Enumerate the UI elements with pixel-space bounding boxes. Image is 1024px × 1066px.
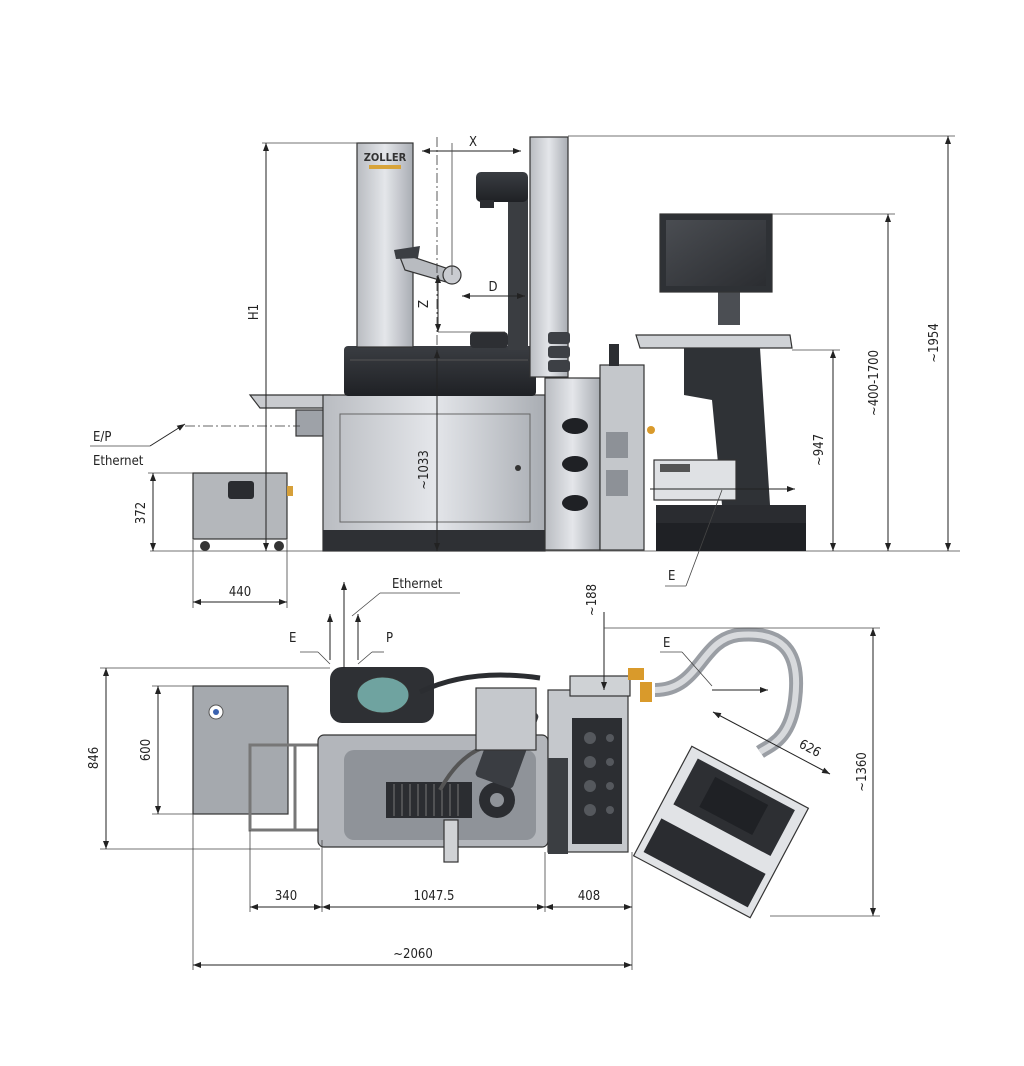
- dim-600: 600: [139, 739, 154, 761]
- dim-400-1700: ~400-1700: [867, 350, 882, 416]
- tool-holder-drums: [548, 332, 570, 372]
- left-column: [356, 142, 414, 348]
- monitor-screen: [666, 220, 766, 286]
- label-z: Z: [417, 300, 432, 308]
- front-view: ZOLLER: [90, 135, 960, 608]
- dim-372: 372: [134, 502, 149, 524]
- dim-2060: ~2060: [393, 947, 433, 962]
- base-cabinet: [322, 394, 546, 552]
- air-hose: [418, 672, 541, 695]
- label-ethernet-front: Ethernet: [93, 454, 144, 469]
- column-base-top: [475, 687, 537, 751]
- dim-626-line: [712, 711, 831, 775]
- label-ethernet-top: Ethernet: [392, 577, 443, 592]
- dim-340: 340: [275, 889, 297, 904]
- side-tray: [248, 394, 331, 409]
- printer-slot: [660, 464, 690, 472]
- brand-logo: ZOLLER: [364, 151, 407, 164]
- stand-foot: [656, 523, 806, 551]
- e-front-leader: [685, 489, 723, 587]
- caster-wheel: [200, 541, 210, 551]
- keyboard-top: [643, 818, 766, 908]
- indicator-light: [647, 426, 655, 434]
- adapter-panel-top: [572, 718, 622, 844]
- brand-stripe: [369, 165, 401, 169]
- top-view: 846 600 ~188 ~1360 626 E Ethernet E: [87, 577, 880, 970]
- dim-947: ~947: [812, 434, 827, 466]
- electronics-cabinet-top: [192, 685, 289, 815]
- handwheel-grip: [394, 246, 420, 259]
- label-h1: H1: [247, 304, 262, 320]
- pneumatic-unit: [295, 409, 325, 437]
- monitor-mount: [718, 290, 740, 325]
- label-e-top-right: E: [663, 636, 670, 651]
- dim-1033: ~1033: [417, 450, 432, 490]
- machine-top-housing: [344, 346, 536, 396]
- label-e-top-left: E: [289, 631, 296, 646]
- stand-base: [656, 505, 806, 523]
- air-reel: [356, 676, 410, 714]
- cabinet-handle: [228, 481, 254, 499]
- handwheel-top: [443, 819, 459, 863]
- keyboard-desk: [635, 334, 793, 349]
- connector-top: [628, 668, 644, 680]
- spindle: [470, 332, 508, 348]
- camera-head: [476, 172, 528, 202]
- monitor-stand-top: [632, 745, 810, 919]
- label-e-front: E: [668, 569, 675, 584]
- dim-1360: ~1360: [855, 752, 870, 792]
- cabinet-connector: [287, 486, 293, 496]
- dim-408: 408: [578, 889, 600, 904]
- label-d: D: [488, 280, 497, 295]
- dim-440: 440: [229, 585, 251, 600]
- monitor-stand-post: [684, 348, 770, 505]
- dim-188: ~188: [585, 584, 600, 616]
- dim-846: 846: [87, 747, 102, 769]
- adapter-slots: [562, 418, 588, 511]
- dim-1954: ~1954: [927, 323, 942, 363]
- lever-knob: [609, 344, 619, 366]
- door-lock: [515, 465, 521, 471]
- vent-grille: [606, 470, 628, 496]
- ep-leader: [149, 423, 186, 447]
- vent-grille: [606, 432, 628, 458]
- dim-1047: 1047.5: [414, 889, 455, 904]
- label-x: X: [469, 135, 477, 150]
- label-ep: E/P: [93, 430, 111, 445]
- camera-column: [508, 180, 528, 350]
- drum-stack-top: [548, 758, 568, 854]
- base-plinth: [323, 530, 545, 551]
- dim-626: 626: [796, 737, 823, 761]
- cooling-fins: [386, 782, 472, 818]
- label-p-top: P: [386, 631, 393, 646]
- caster-wheel: [274, 541, 284, 551]
